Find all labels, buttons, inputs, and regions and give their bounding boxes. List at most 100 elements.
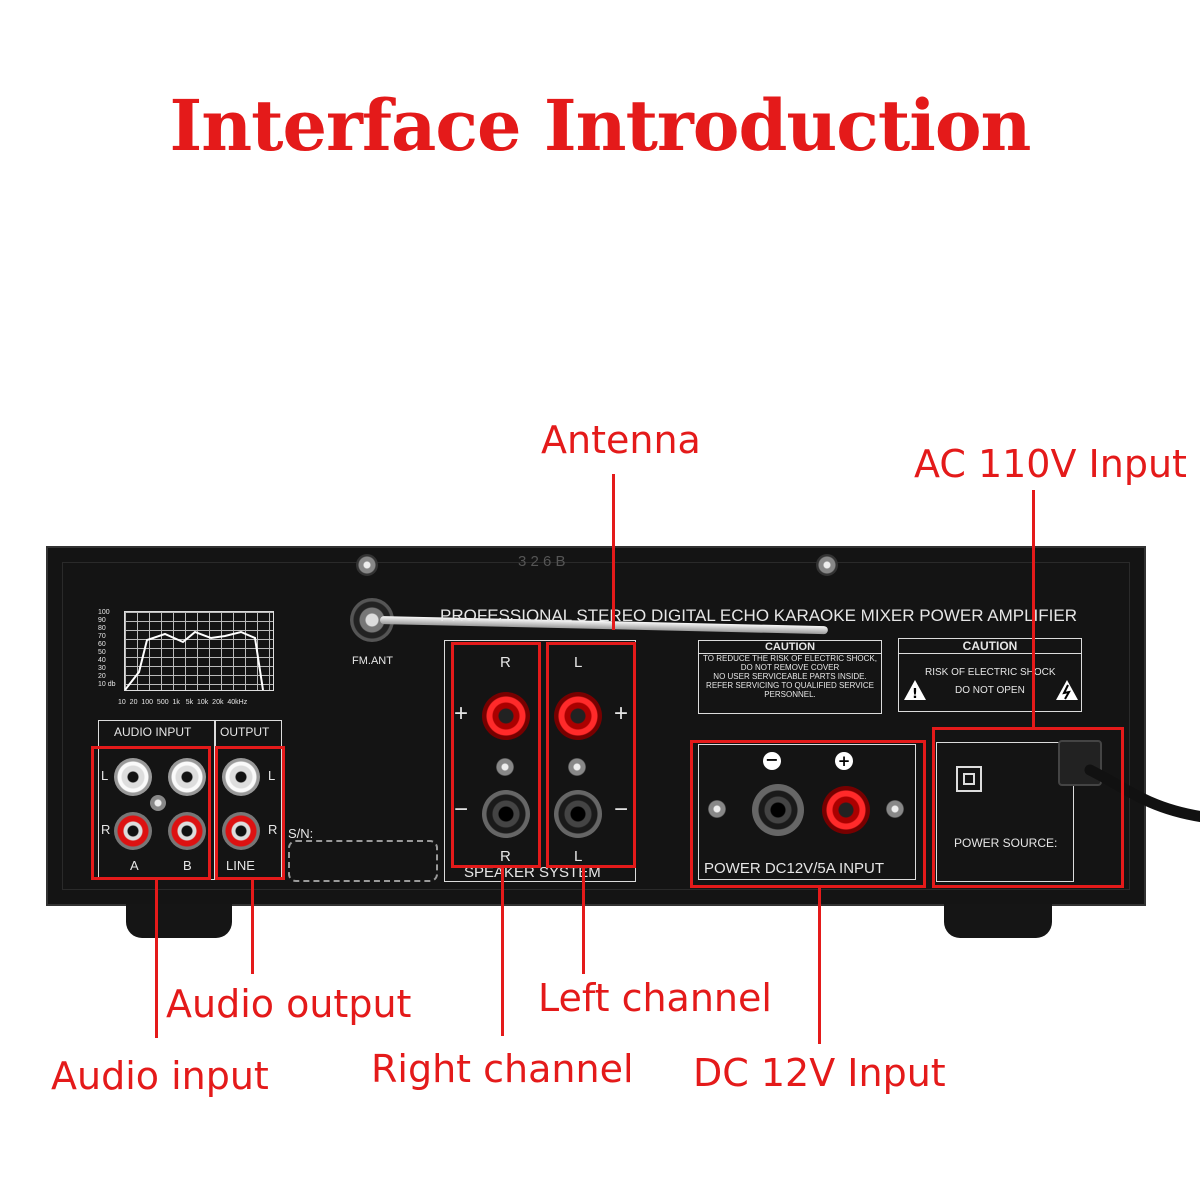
double-insulation-icon bbox=[956, 766, 982, 792]
fm-ant-label: FM.ANT bbox=[352, 655, 393, 667]
graph-y-tick: 70 bbox=[98, 633, 106, 640]
caution-title: CAUTION bbox=[899, 639, 1081, 654]
power-cord bbox=[1084, 764, 1200, 822]
product-name: PROFESSIONAL STEREO DIGITAL ECHO KARAOKE… bbox=[440, 606, 1077, 625]
page-title: Interface Introduction bbox=[169, 84, 1032, 167]
graph-y-tick: 100 bbox=[98, 609, 110, 616]
right-speaker-negative-terminal[interactable] bbox=[482, 790, 530, 838]
line-output-l-jack[interactable] bbox=[222, 758, 260, 796]
graph-y-tick: 50 bbox=[98, 649, 106, 656]
audio-input-callout-line bbox=[155, 880, 158, 1038]
speaker-right-minus-sign: − bbox=[454, 796, 469, 823]
right-foot bbox=[944, 904, 1052, 938]
dc-negative-terminal[interactable] bbox=[752, 784, 804, 836]
graph-y-axis: 100 90 80 70 60 50 40 30 20 10 db bbox=[98, 609, 122, 689]
ac-input-callout: AC 110V Input bbox=[914, 442, 1187, 486]
ac-input-callout-line bbox=[1032, 490, 1035, 729]
screw bbox=[886, 800, 904, 818]
power-source-label: POWER SOURCE: bbox=[954, 836, 1058, 850]
audio-input-a-l-jack[interactable] bbox=[114, 758, 152, 796]
audio-input-b-label: B bbox=[183, 858, 192, 873]
graph-y-tick: 10 db bbox=[98, 681, 116, 688]
output-l-label: L bbox=[268, 768, 276, 783]
graph-y-tick: 90 bbox=[98, 617, 106, 624]
dc-input-label: POWER DC12V/5A INPUT bbox=[704, 860, 885, 877]
caution-label-1: CAUTION TO REDUCE THE RISK OF ELECTRIC S… bbox=[698, 640, 882, 714]
caution-text: TO REDUCE THE RISK OF ELECTRIC SHOCK, bbox=[703, 654, 877, 663]
caution-text: NO USER SERVICEABLE PARTS INSIDE. bbox=[713, 672, 867, 681]
left-speaker-negative-terminal[interactable] bbox=[554, 790, 602, 838]
antenna-callout: Antenna bbox=[541, 418, 701, 462]
speaker-left-minus-sign: − bbox=[614, 796, 629, 823]
caution-label-2: CAUTION RISK OF ELECTRIC SHOCK DO NOT OP… bbox=[898, 638, 1082, 712]
graph-y-tick: 20 bbox=[98, 673, 106, 680]
audio-output-callout: Audio output bbox=[166, 982, 412, 1026]
audio-output-callout-line bbox=[251, 880, 254, 974]
left-channel-callout: Left channel bbox=[538, 976, 772, 1020]
left-channel-highlight bbox=[546, 642, 636, 868]
caution-text: DO NOT OPEN bbox=[955, 685, 1025, 696]
dc-input-section bbox=[698, 744, 916, 880]
serial-number-field bbox=[288, 840, 438, 882]
audio-input-label: AUDIO INPUT bbox=[114, 725, 192, 739]
line-label: LINE bbox=[226, 858, 255, 873]
screw bbox=[708, 800, 726, 818]
lightning-warning-icon bbox=[1056, 680, 1078, 700]
serial-number-label: S/N: bbox=[288, 826, 314, 841]
caution-text: PERSONNEL. bbox=[764, 690, 816, 699]
screw bbox=[356, 554, 378, 576]
audio-input-b-r-jack[interactable] bbox=[168, 812, 206, 850]
graph-y-tick: 40 bbox=[98, 657, 106, 664]
left-channel-callout-line bbox=[582, 868, 585, 974]
output-r-label: R bbox=[268, 822, 278, 837]
dc-minus-icon: − bbox=[763, 752, 781, 770]
right-speaker-positive-terminal[interactable] bbox=[482, 692, 530, 740]
caution-text: RISK OF ELECTRIC SHOCK bbox=[925, 667, 1056, 678]
dc-input-highlight bbox=[690, 740, 926, 888]
speaker-left-plus-sign: + bbox=[614, 700, 629, 727]
speaker-right-top-label: R bbox=[500, 654, 511, 671]
dc-input-callout: DC 12V Input bbox=[693, 1051, 946, 1095]
speaker-left-top-label: L bbox=[574, 654, 583, 671]
warning-triangle-icon: ! bbox=[904, 680, 926, 701]
frequency-graph bbox=[124, 611, 274, 691]
caution-text: DO NOT REMOVE COVER bbox=[740, 663, 840, 672]
audio-input-a-r-jack[interactable] bbox=[114, 812, 152, 850]
ac-input-section bbox=[936, 742, 1074, 882]
dc-plus-icon: + bbox=[835, 752, 853, 770]
speaker-right-bottom-label: R bbox=[500, 848, 511, 865]
antenna-callout-line bbox=[612, 474, 615, 630]
speaker-right-plus-sign: + bbox=[454, 700, 469, 727]
audio-input-l-label: L bbox=[101, 768, 109, 783]
audio-input-callout: Audio input bbox=[51, 1054, 269, 1098]
speaker-system-label: SPEAKER SYSTEM bbox=[462, 864, 603, 881]
right-channel-highlight bbox=[451, 642, 541, 868]
screw bbox=[150, 795, 166, 811]
right-channel-callout-line bbox=[501, 868, 504, 1036]
frequency-curve bbox=[125, 630, 264, 690]
model-number: 3 2 6 B bbox=[518, 553, 566, 570]
left-foot bbox=[126, 904, 232, 938]
ac-input-highlight bbox=[932, 727, 1124, 888]
graph-y-tick: 60 bbox=[98, 641, 106, 648]
dc-positive-terminal[interactable] bbox=[822, 786, 870, 834]
graph-y-tick: 30 bbox=[98, 665, 106, 672]
caution-text: REFER SERVICING TO QUALIFIED SERVICE bbox=[706, 681, 874, 690]
svg-text:!: ! bbox=[912, 687, 918, 701]
screw bbox=[816, 554, 838, 576]
left-speaker-positive-terminal[interactable] bbox=[554, 692, 602, 740]
audio-input-r-label: R bbox=[101, 822, 111, 837]
caution-title: CAUTION bbox=[699, 641, 881, 654]
audio-input-a-label: A bbox=[130, 858, 139, 873]
graph-x-axis: 10 20 100 500 1k 5k 10k 20k 40kHz bbox=[118, 699, 248, 706]
line-output-r-jack[interactable] bbox=[222, 812, 260, 850]
screw bbox=[568, 758, 586, 776]
audio-input-highlight bbox=[91, 746, 211, 880]
dc-input-callout-line bbox=[818, 888, 821, 1044]
audio-input-b-l-jack[interactable] bbox=[168, 758, 206, 796]
right-channel-callout: Right channel bbox=[371, 1047, 634, 1091]
panel-bevel bbox=[62, 562, 1130, 890]
screw bbox=[496, 758, 514, 776]
audio-output-highlight bbox=[215, 746, 285, 880]
graph-y-tick: 80 bbox=[98, 625, 106, 632]
